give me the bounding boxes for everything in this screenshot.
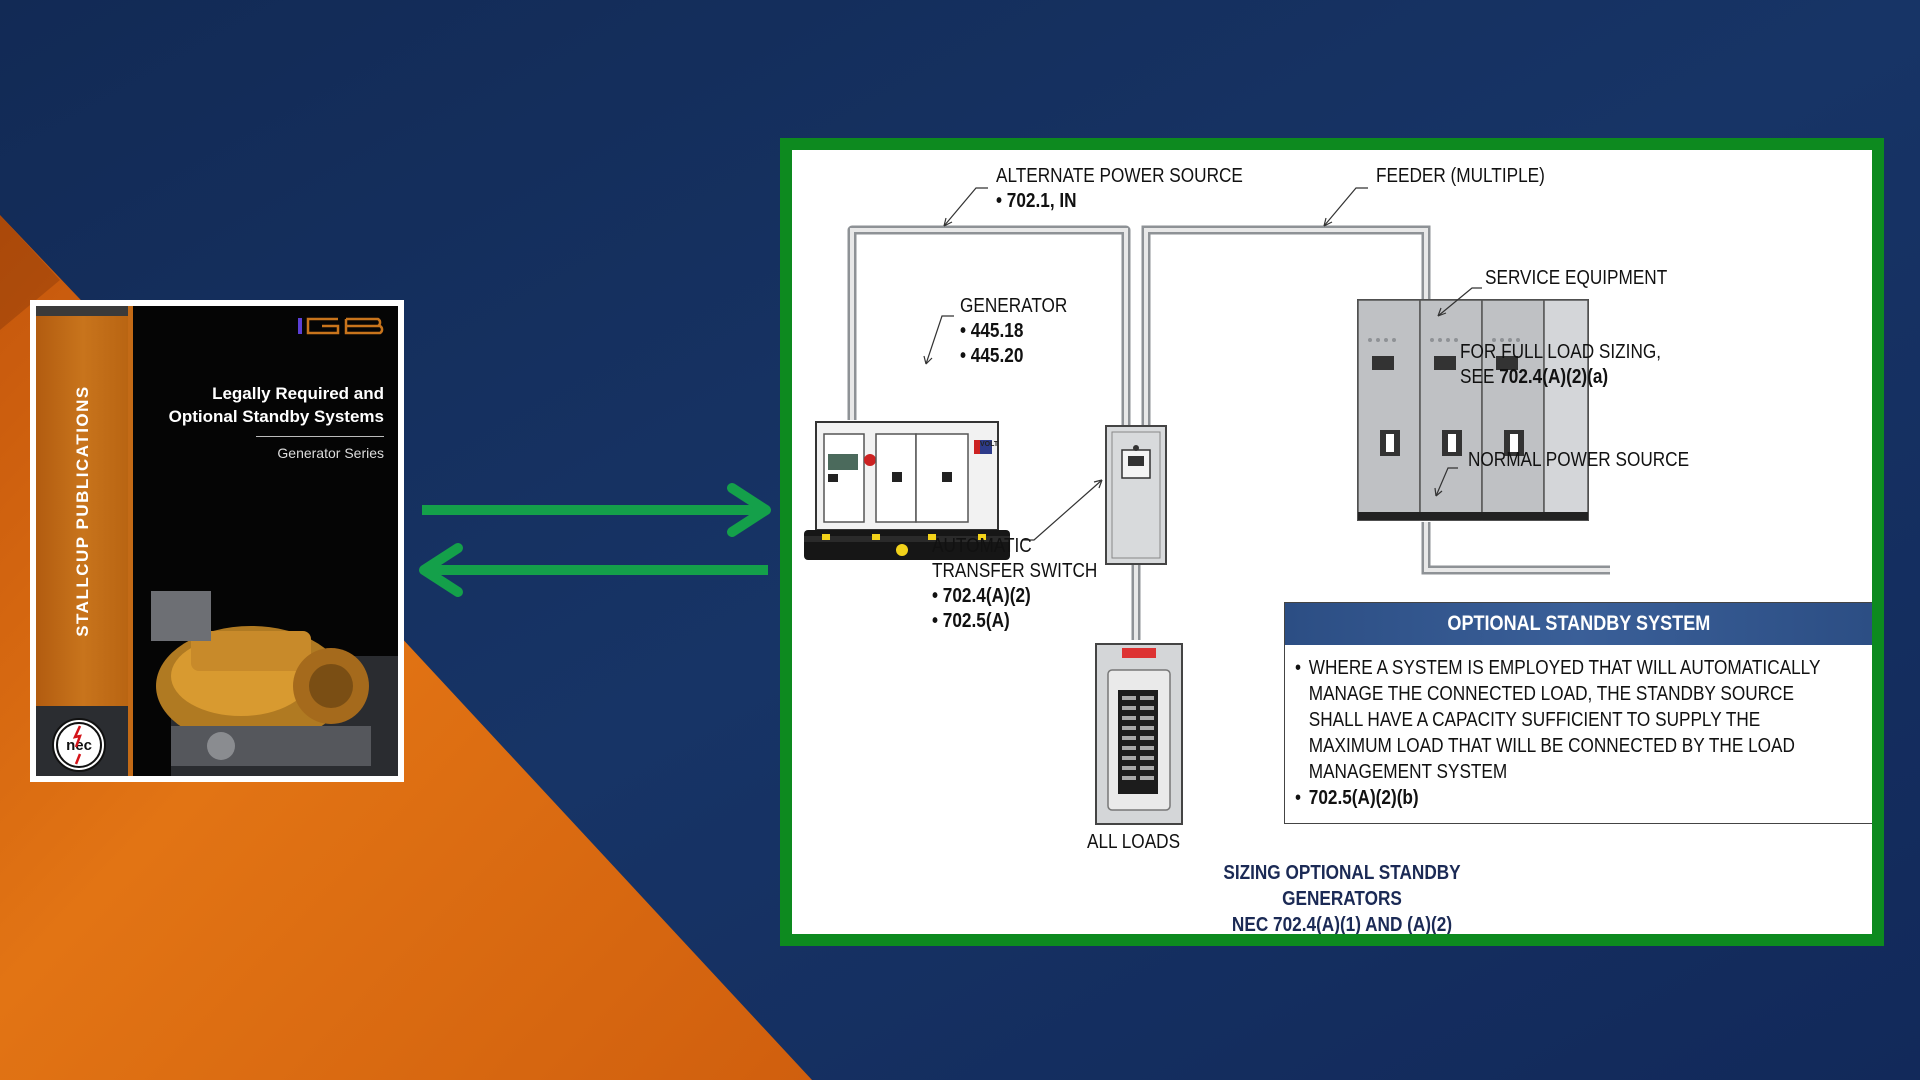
title-divider [256,436,384,437]
optional-standby-system-box: OPTIONAL STANDBY SYSTEM WHERE A SYSTEM I… [1284,602,1872,824]
book-cover-inner: STALLCUP PUBLICATIONS nec Legally Requir… [36,306,398,776]
load-panel [1095,643,1183,825]
full-load-sizing-note: FOR FULL LOAD SIZING, SEE 702.4(A)(2)(a) [1460,341,1662,388]
normal-power-source-label: NORMAL POWER SOURCE [1468,449,1690,471]
engine-image [151,591,398,776]
all-loads-label: ALL LOADS [1087,831,1181,853]
svg-text:nec: nec [66,737,92,754]
diagram-drawing: VOLT [804,187,1610,825]
exchange-arrows [419,483,771,597]
book-series: Generator Series [277,445,384,461]
arrow-left-icon [419,543,768,597]
automatic-transfer-switch [1105,425,1167,565]
optional-standby-header: OPTIONAL STANDBY SYSTEM [1285,603,1872,645]
generator-brand: VOLT [980,441,999,448]
diagram-caption: SIZING OPTIONAL STANDBY GENERATORS NEC 7… [1223,862,1461,934]
optional-standby-text: WHERE A SYSTEM IS EMPLOYED THAT WILL AUT… [1295,655,1868,811]
spine-publisher-text: STALLCUP PUBLICATIONS [73,385,92,637]
service-equipment-label: SERVICE EQUIPMENT [1485,267,1668,289]
alternate-power-source-label: ALTERNATE POWER SOURCE 702.1, IN [996,164,1243,214]
book-title: Legally Required and Optional Standby Sy… [168,384,384,426]
arrow-right-icon [422,483,771,537]
ats-label: AUTOMATIC TRANSFER SWITCH 702.4(A)(2) 70… [932,534,1097,634]
generator-unit [804,421,1010,560]
feeder-label: FEEDER (MULTIPLE) [1376,165,1545,187]
book-cover[interactable]: STALLCUP PUBLICATIONS nec Legally Requir… [30,300,404,782]
generator-label: GENERATOR 445.18 445.20 [960,294,1067,369]
standby-system-diagram: VOLT [792,150,1872,934]
normal-source-conduit [1421,522,1610,575]
nec-logo-icon: nec [52,718,106,772]
book-spine [36,316,130,706]
gb-logo-icon [298,317,384,335]
diagram-frame: VOLT [780,138,1884,946]
service-equipment-switchboard [1357,299,1589,521]
